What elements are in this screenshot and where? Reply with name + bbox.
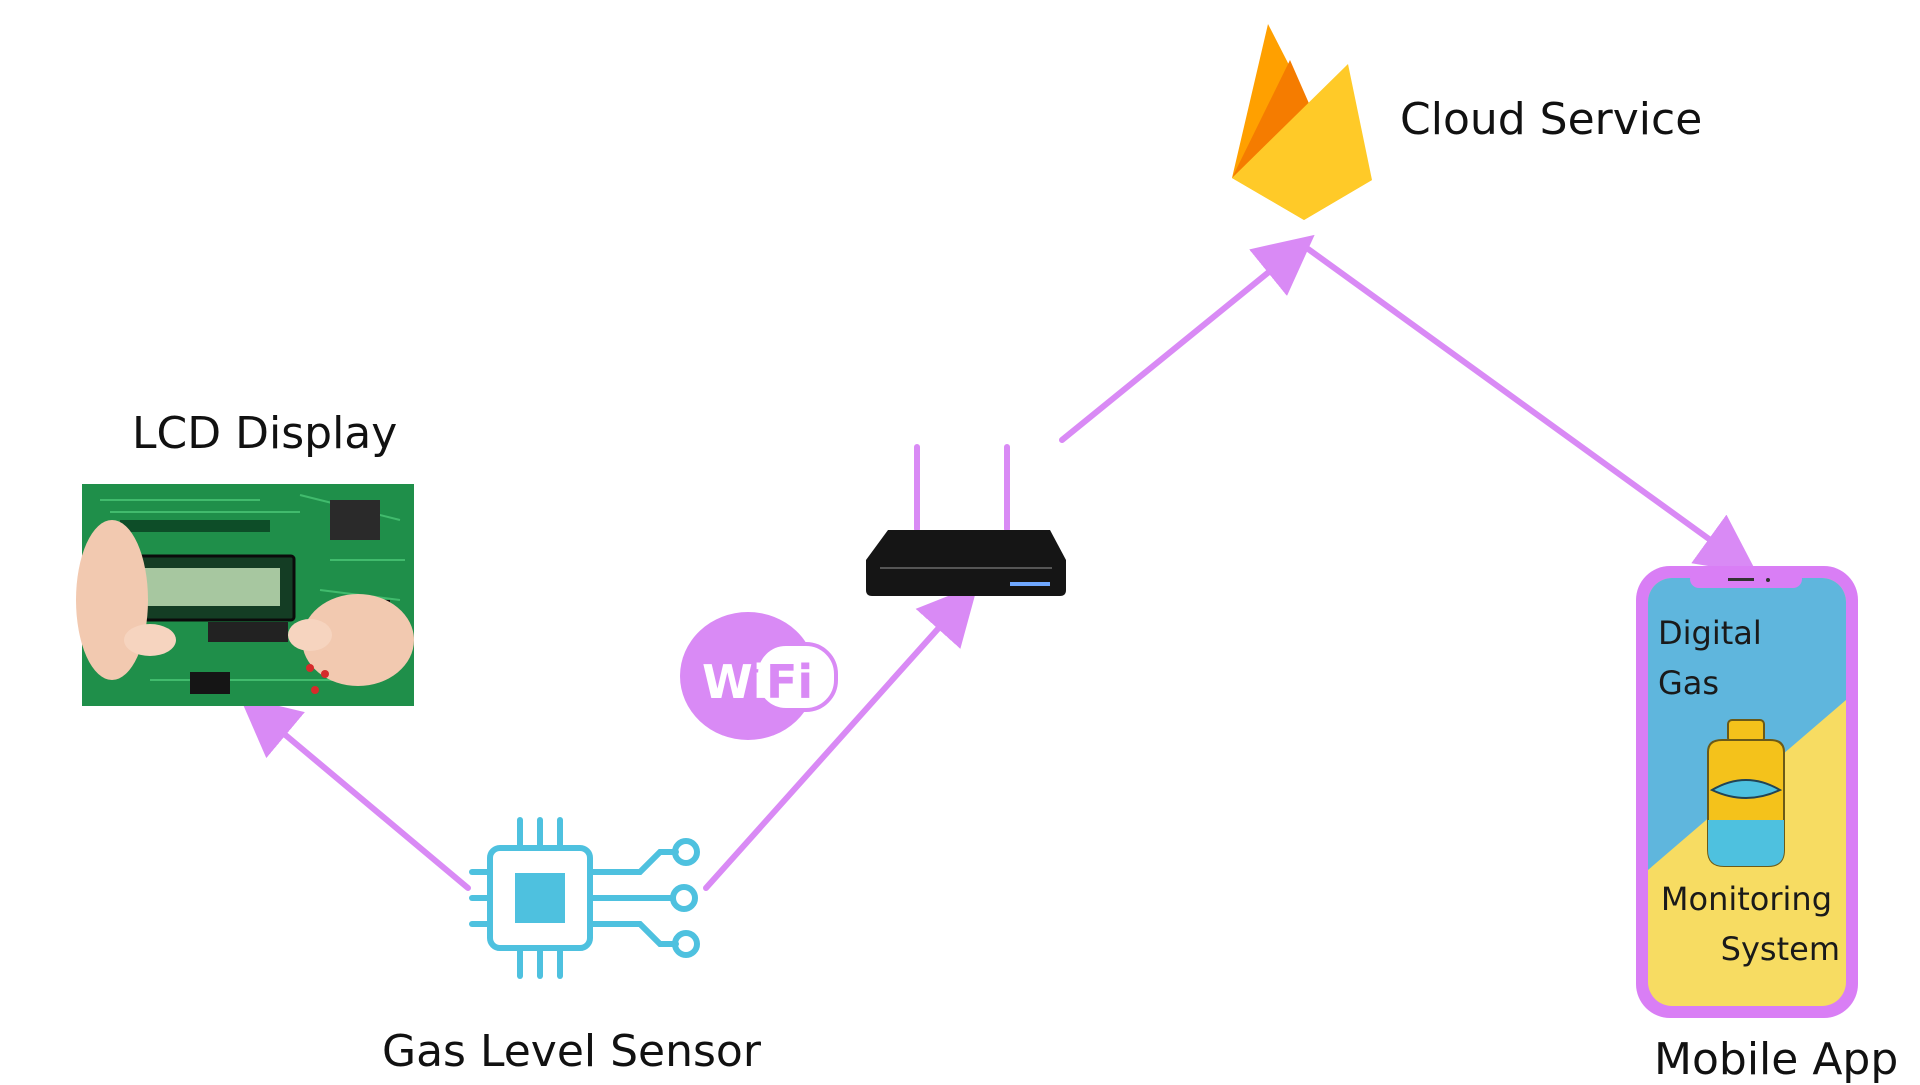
microchip-sensor-icon: [469, 817, 700, 979]
wifi-router-icon: [866, 444, 1066, 596]
wifi-badge-right-text: Fi: [766, 655, 813, 709]
phone-text-monitoring: Monitoring: [1661, 880, 1832, 918]
cloud-service-label: Cloud Service: [1400, 94, 1703, 145]
gas-level-sensor-label: Gas Level Sensor: [382, 1026, 761, 1077]
arrow-sensor-to-lcd: [239, 696, 471, 891]
lcd-display-label: LCD Display: [132, 408, 398, 459]
arrow-sensor-to-router: [703, 584, 979, 891]
circuit-board-lcd-photo: [76, 484, 414, 706]
gas-cylinder-icon: [1707, 719, 1785, 867]
phone-text-gas: Gas: [1658, 664, 1719, 702]
phone-text-system: System: [1721, 930, 1840, 968]
arrow-cloud-to-phone: [1301, 243, 1758, 575]
mobile-app-label: Mobile App: [1654, 1034, 1899, 1085]
wifi-badge-left-text: Wi: [702, 655, 769, 709]
phone-text-digital: Digital: [1658, 614, 1762, 652]
wifi-badge-icon: Wi Fi: [680, 612, 838, 740]
firebase-flame-icon: [1232, 24, 1372, 220]
arrow-router-to-cloud: [1059, 234, 1315, 443]
